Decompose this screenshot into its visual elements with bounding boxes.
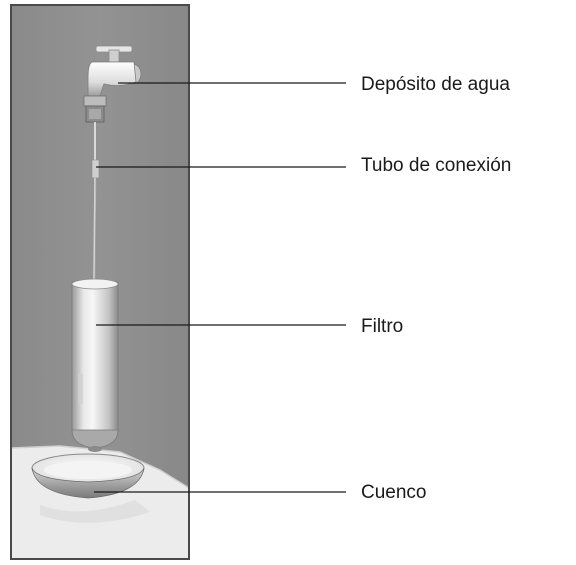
label-filtro: Filtro (361, 316, 404, 337)
leader-lines (94, 82, 346, 493)
connection-tube (91, 122, 100, 283)
bowl (31, 453, 145, 499)
label-deposito-de-agua: Depósito de agua (361, 74, 510, 95)
filter-cylinder (71, 278, 119, 452)
label-tubo-de-conexion: Tubo de conexión (361, 155, 512, 176)
panel-frame (10, 4, 190, 560)
label-cuenco: Cuenco (361, 482, 427, 503)
